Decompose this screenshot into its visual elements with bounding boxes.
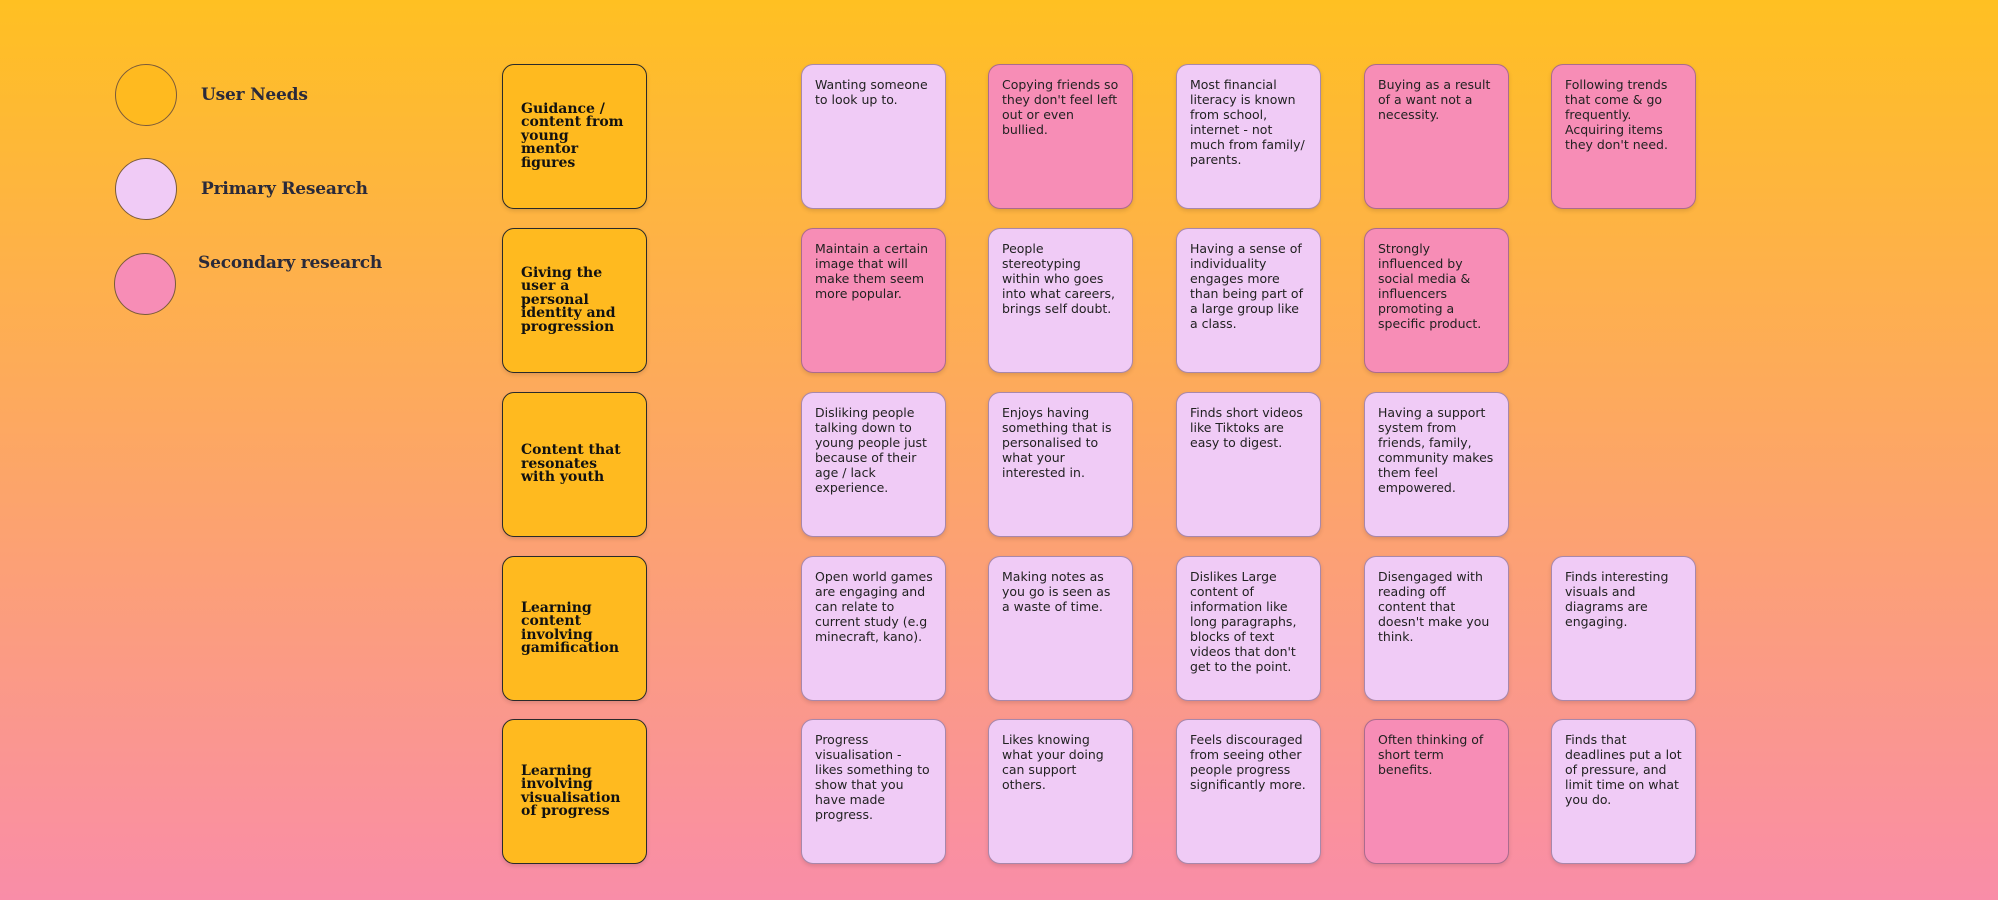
- research-card-text: Maintain a certain image that will make …: [815, 241, 929, 301]
- legend-item-primary-research: Primary Research: [115, 158, 368, 220]
- legend-label-user-needs: User Needs: [201, 85, 308, 105]
- user-need-card: Learning content involving gamification: [502, 556, 647, 701]
- primary-research-card: Feels discouraged from seeing other peop…: [1176, 719, 1321, 864]
- user-need-text: Learning involving visualisation of prog…: [521, 762, 621, 819]
- research-card-text: Disengaged with reading off content that…: [1378, 569, 1490, 644]
- user-need-card: Learning involving visualisation of prog…: [502, 719, 647, 864]
- research-card-text: Often thinking of short term benefits.: [1378, 732, 1484, 777]
- research-card-text: Likes knowing what your doing can suppor…: [1002, 732, 1104, 792]
- primary-research-card: Finds interesting visuals and diagrams a…: [1551, 556, 1696, 701]
- primary-research-card: Having a sense of individuality engages …: [1176, 228, 1321, 373]
- research-card-text: Strongly influenced by social media & in…: [1378, 241, 1482, 331]
- legend-label-secondary-research: Secondary research: [198, 253, 383, 273]
- user-need-text: Guidance / content from young mentor fig…: [521, 100, 624, 171]
- research-card-text: Copying friends so they don't feel left …: [1002, 77, 1119, 137]
- research-card-text: Finds interesting visuals and diagrams a…: [1565, 569, 1669, 629]
- research-card-text: Progress visualisation - likes something…: [815, 732, 930, 822]
- legend-swatch-primary-research: [115, 158, 177, 220]
- primary-research-card: Disliking people talking down to young p…: [801, 392, 946, 537]
- research-card-text: Open world games are engaging and can re…: [815, 569, 933, 644]
- legend-label-primary-research: Primary Research: [201, 179, 368, 199]
- research-card-text: Having a sense of individuality engages …: [1190, 241, 1303, 331]
- primary-research-card: Having a support system from friends, fa…: [1364, 392, 1509, 537]
- research-card-text: Following trends that come & go frequent…: [1565, 77, 1668, 152]
- primary-research-card: People stereotyping within who goes into…: [988, 228, 1133, 373]
- secondary-research-card: Maintain a certain image that will make …: [801, 228, 946, 373]
- research-card-text: Most financial literacy is known from sc…: [1190, 77, 1305, 167]
- legend-item-secondary-research: Secondary research: [114, 253, 382, 315]
- research-card-text: Disliking people talking down to young p…: [815, 405, 927, 495]
- user-need-card: Guidance / content from young mentor fig…: [502, 64, 647, 209]
- primary-research-card: Disengaged with reading off content that…: [1364, 556, 1509, 701]
- primary-research-card: Progress visualisation - likes something…: [801, 719, 946, 864]
- user-need-card: Content that resonates with youth: [502, 392, 647, 537]
- user-need-text: Learning content involving gamification: [521, 599, 620, 656]
- legend-swatch-secondary-research: [114, 253, 176, 315]
- research-card-text: Feels discouraged from seeing other peop…: [1190, 732, 1306, 792]
- research-card-text: People stereotyping within who goes into…: [1002, 241, 1116, 316]
- research-card-text: Having a support system from friends, fa…: [1378, 405, 1494, 495]
- secondary-research-card: Buying as a result of a want not a neces…: [1364, 64, 1509, 209]
- user-need-text: Content that resonates with youth: [521, 442, 621, 486]
- legend-item-user-needs: User Needs: [115, 64, 308, 126]
- primary-research-card: Wanting someone to look up to.: [801, 64, 946, 209]
- primary-research-card: Finds short videos like Tiktoks are easy…: [1176, 392, 1321, 537]
- research-card-text: Buying as a result of a want not a neces…: [1378, 77, 1491, 122]
- primary-research-card: Enjoys having something that is personal…: [988, 392, 1133, 537]
- research-card-text: Finds short videos like Tiktoks are easy…: [1190, 405, 1303, 450]
- secondary-research-card: Often thinking of short term benefits.: [1364, 719, 1509, 864]
- primary-research-card: Finds that deadlines put a lot of pressu…: [1551, 719, 1696, 864]
- user-need-card: Giving the user a personal identity and …: [502, 228, 647, 373]
- primary-research-card: Most financial literacy is known from sc…: [1176, 64, 1321, 209]
- research-card-text: Wanting someone to look up to.: [815, 77, 928, 107]
- primary-research-card: Likes knowing what your doing can suppor…: [988, 719, 1133, 864]
- secondary-research-card: Following trends that come & go frequent…: [1551, 64, 1696, 209]
- research-card-text: Dislikes Large content of information li…: [1190, 569, 1297, 674]
- user-need-text: Giving the user a personal identity and …: [521, 264, 616, 335]
- research-card-text: Enjoys having something that is personal…: [1002, 405, 1112, 480]
- primary-research-card: Making notes as you go is seen as a wast…: [988, 556, 1133, 701]
- primary-research-card: Dislikes Large content of information li…: [1176, 556, 1321, 701]
- primary-research-card: Open world games are engaging and can re…: [801, 556, 946, 701]
- research-card-text: Making notes as you go is seen as a wast…: [1002, 569, 1111, 614]
- legend-swatch-user-needs: [115, 64, 177, 126]
- secondary-research-card: Strongly influenced by social media & in…: [1364, 228, 1509, 373]
- secondary-research-card: Copying friends so they don't feel left …: [988, 64, 1133, 209]
- research-card-text: Finds that deadlines put a lot of pressu…: [1565, 732, 1682, 807]
